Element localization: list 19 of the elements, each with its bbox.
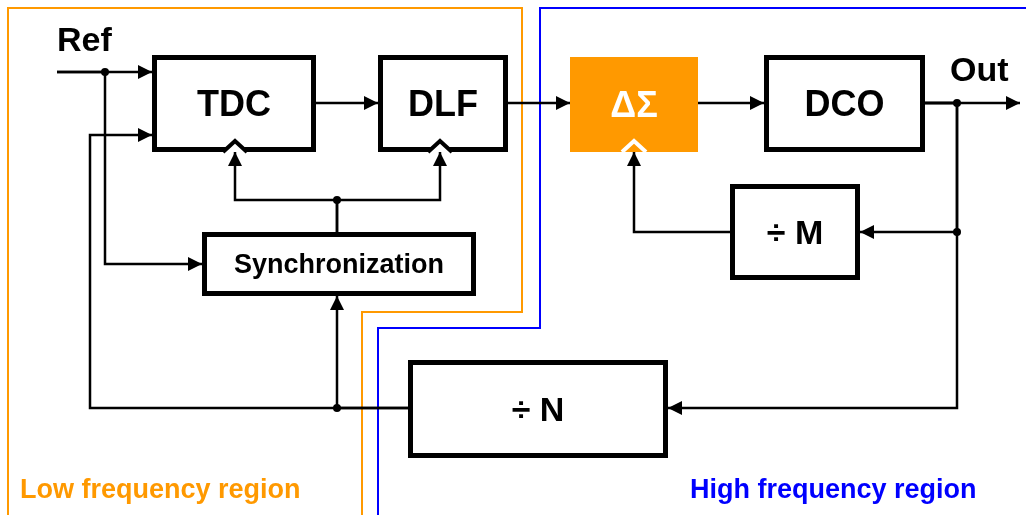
signal-label: Ref	[57, 20, 127, 72]
arrow	[627, 152, 730, 234]
signal-label: Out	[950, 50, 1022, 103]
function-block: DLF	[378, 55, 508, 152]
arrow	[668, 101, 959, 415]
function-block: Synchronization	[202, 232, 476, 296]
function-block: TDC	[152, 55, 316, 152]
arrow	[698, 96, 764, 110]
arrow	[330, 296, 408, 410]
arrow	[57, 70, 202, 271]
arrow	[316, 96, 378, 110]
region-label: High frequency region	[690, 474, 977, 505]
region-label: Low frequency region	[20, 474, 301, 505]
function-block: DCO	[764, 55, 925, 152]
function-block: ÷ N	[408, 360, 668, 458]
arrow	[335, 152, 447, 232]
arrow	[508, 96, 570, 110]
modulator-block: ΔΣ	[570, 57, 698, 152]
function-block: ÷ M	[730, 184, 860, 280]
